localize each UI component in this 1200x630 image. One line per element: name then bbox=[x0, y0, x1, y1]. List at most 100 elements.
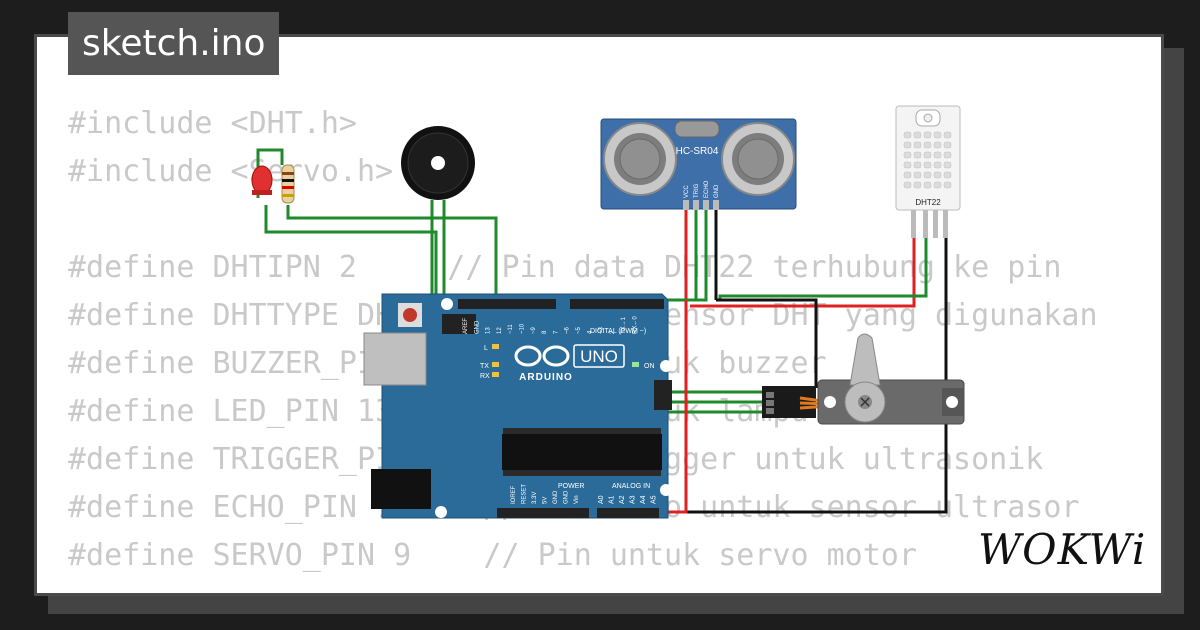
pin-label: GND bbox=[474, 320, 480, 334]
wire-dht-gnd bbox=[560, 238, 948, 514]
dht-vent-slot bbox=[943, 161, 952, 169]
pin-label: A1 bbox=[609, 495, 616, 504]
pin-label: ~10 bbox=[520, 323, 526, 334]
dht-vent-slot bbox=[943, 171, 952, 179]
ultrasonic-pin-label: VCC bbox=[684, 185, 690, 198]
power-pin-labels: IOREF RESET 3.3V 5V GND GND Vin bbox=[511, 484, 580, 504]
dht-vent-slot bbox=[933, 151, 942, 159]
pin-label: GND bbox=[564, 490, 570, 504]
pin-label: 2 bbox=[610, 330, 616, 334]
servo-motor bbox=[762, 333, 965, 425]
wire-led-pin13 bbox=[286, 205, 498, 300]
led-l-label: L bbox=[484, 345, 488, 352]
pin-label: TX→1 bbox=[621, 316, 627, 334]
dht-vent-slot bbox=[903, 151, 912, 159]
dht-vent-slot bbox=[943, 141, 952, 149]
ultrasonic-pin-label: GND bbox=[714, 184, 720, 198]
dht22-sensor: DHT22 bbox=[895, 105, 961, 238]
resistor bbox=[281, 164, 295, 204]
pin-label: A0 bbox=[598, 495, 605, 504]
analog-header-label: ANALOG IN bbox=[612, 483, 650, 490]
pin-label: 4 bbox=[587, 330, 593, 334]
pin-label: ~11 bbox=[508, 324, 514, 334]
buzzer bbox=[401, 126, 475, 200]
pin-label: Vin bbox=[574, 495, 580, 504]
pin-label: ~5 bbox=[576, 326, 582, 334]
wire-dht-data bbox=[718, 238, 928, 300]
arduino-model: UNO bbox=[580, 347, 618, 366]
led-tx-label: TX bbox=[480, 363, 489, 370]
top-pin-labels: AREF GND 13 12 ~11 ~10 ~9 8 7 ~6 ~5 4 ~3 2 TX→1 RX←0 bbox=[463, 316, 639, 334]
wire-led-gnd bbox=[264, 205, 438, 300]
dht-vent-slot bbox=[903, 181, 912, 189]
power-header-label: POWER bbox=[558, 483, 584, 490]
pin-label: 7 bbox=[553, 330, 559, 334]
dht-vent-slot bbox=[923, 151, 932, 159]
arduino-logo: UNO ARDUINO bbox=[514, 344, 625, 383]
dht-vent-slot bbox=[923, 141, 932, 149]
pin-label: AREF bbox=[463, 318, 469, 334]
dht-vent-slot bbox=[933, 131, 942, 139]
pin-label: 13 bbox=[486, 327, 492, 334]
pin-label: A4 bbox=[640, 495, 647, 504]
pin-label: ~6 bbox=[565, 326, 571, 334]
dht-vent-slot bbox=[913, 181, 922, 189]
dht-vent-slot bbox=[933, 181, 942, 189]
dht-vent-slot bbox=[903, 171, 912, 179]
ultrasonic-label: HC-SR04 bbox=[676, 146, 719, 157]
dht-vent-slot bbox=[923, 131, 932, 139]
ultrasonic-sensor: HC-SR04 VCC TRIG ECHO GND bbox=[600, 118, 797, 210]
code-line: #define DHTIPN 2 // Pin data DHT22 terhu… bbox=[68, 250, 1062, 285]
led-rx-label: RX bbox=[480, 373, 490, 380]
dht-vent-slot bbox=[923, 181, 932, 189]
ultrasonic-pin-label: TRIG bbox=[694, 183, 700, 198]
dht-vent-slot bbox=[933, 161, 942, 169]
dht-vent-slot bbox=[943, 151, 952, 159]
led bbox=[251, 165, 273, 195]
dht-vent-slot bbox=[923, 161, 932, 169]
code-line: #include <DHT.h> bbox=[68, 106, 357, 141]
pin-label: 8 bbox=[542, 330, 548, 334]
dht-vent-slot bbox=[913, 151, 922, 159]
dht-vent-slot bbox=[903, 141, 912, 149]
pin-label: RESET bbox=[522, 484, 528, 504]
dht-vent-slot bbox=[913, 131, 922, 139]
dht-vent-slot bbox=[913, 141, 922, 149]
pin-label: 12 bbox=[497, 327, 503, 334]
pin-label: ~9 bbox=[531, 326, 537, 334]
digital-header-label: DIGITAL (PWM ~) bbox=[590, 328, 646, 335]
pin-label: A2 bbox=[619, 495, 626, 504]
code-line: #define SERVO_PIN 9 // Pin untuk servo m… bbox=[68, 538, 917, 573]
pin-label: 3.3V bbox=[532, 492, 538, 504]
dht-vent-slot bbox=[913, 171, 922, 179]
wire-dht-vcc bbox=[690, 238, 916, 308]
dht-vent-slot bbox=[933, 171, 942, 179]
pin-label: A5 bbox=[651, 495, 658, 504]
pin-label: RX←0 bbox=[633, 316, 639, 334]
led-on-label: ON bbox=[644, 363, 655, 370]
arduino-uno: UNO ARDUINO DIGITAL (PWM ~) POWER ANALOG… bbox=[363, 293, 672, 519]
wire-servo-gnd bbox=[716, 298, 818, 388]
dht-vent-slot bbox=[923, 171, 932, 179]
wire-us-echo bbox=[610, 210, 708, 302]
arduino-brand: ARDUINO bbox=[519, 372, 573, 383]
pin-label: ~3 bbox=[599, 326, 605, 334]
dht-vent-grid bbox=[903, 131, 952, 189]
dht-vent-slot bbox=[913, 161, 922, 169]
ultrasonic-pin-label: ECHO bbox=[704, 180, 710, 198]
pin-label: A3 bbox=[630, 495, 637, 504]
pin-label: IOREF bbox=[511, 485, 517, 504]
dht-label: DHT22 bbox=[915, 198, 941, 207]
dht-vent-slot bbox=[933, 141, 942, 149]
wire-us-trig bbox=[600, 210, 698, 302]
pin-label: GND bbox=[553, 490, 559, 504]
dht-vent-slot bbox=[903, 161, 912, 169]
pin-label: 5V bbox=[543, 497, 549, 504]
sketch-filename: sketch.ino bbox=[68, 12, 280, 75]
dht-vent-slot bbox=[943, 181, 952, 189]
dht-vent-slot bbox=[943, 131, 952, 139]
dht-vent-slot bbox=[903, 131, 912, 139]
wokwi-logo: WOKWi bbox=[978, 525, 1147, 574]
